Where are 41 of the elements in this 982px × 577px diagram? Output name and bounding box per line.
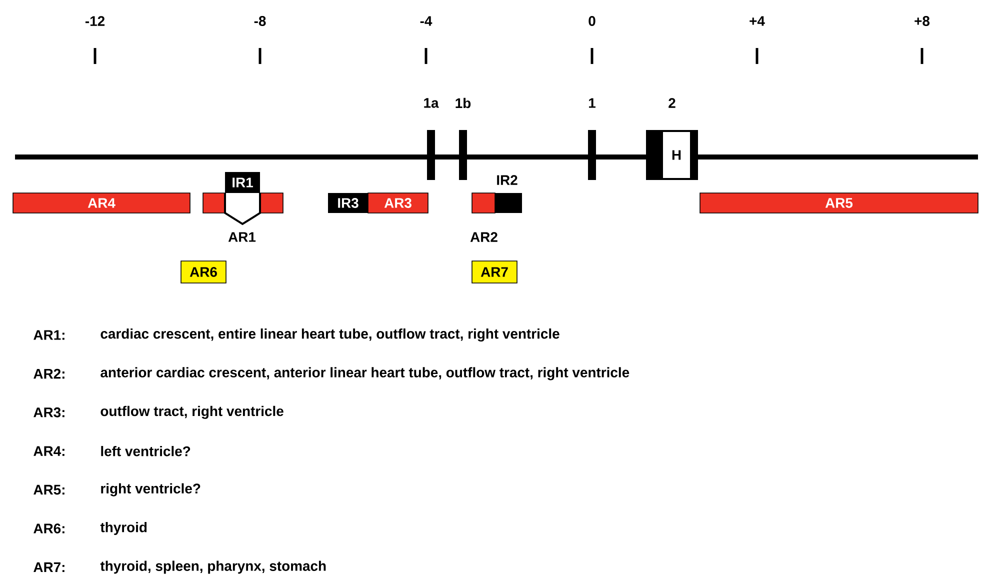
element-box: IR2	[495, 175, 522, 213]
region-bar: AR5	[700, 192, 978, 214]
node-label: 2	[668, 98, 676, 108]
key-description: anterior cardiac crescent, anterior linear heart tube, outflow tract, right ventricle	[100, 367, 630, 380]
key-label: AR7:	[34, 562, 64, 572]
key-description: outflow tract, right ventricle	[100, 406, 284, 419]
node-label: AR1	[228, 232, 256, 242]
exon-bar: 1b	[456, 98, 471, 180]
region-bar: AR4	[12, 192, 190, 214]
key-label: AR1:	[34, 330, 64, 340]
element-box: IR3	[328, 193, 368, 213]
region-tag: AR7	[472, 260, 518, 284]
key-description: left ventricle?	[101, 446, 190, 456]
key-description: thyroid, spleen, pharynx, stomach	[100, 560, 326, 574]
region-tag: AR6	[180, 260, 226, 284]
node-label: 1	[589, 98, 596, 108]
region-bar: AR1	[202, 192, 284, 242]
exon-bar: 1a	[424, 98, 439, 180]
tick-label: 0	[588, 16, 596, 26]
key-description: thyroid	[100, 522, 147, 535]
exon-bar: 1	[588, 98, 596, 180]
node-label: 1b	[456, 98, 471, 108]
key-label: AR5:	[34, 484, 64, 495]
domain-box: H	[663, 132, 690, 178]
element-box: IR1	[225, 172, 260, 193]
tick-label: +8	[914, 16, 930, 26]
node-label: IR2	[497, 175, 518, 185]
key-description: right ventricle?	[101, 483, 200, 496]
node-label: 1a	[424, 98, 439, 108]
tick-label: -4	[420, 16, 432, 26]
region-bar: AR2	[470, 192, 498, 242]
node-label: AR2	[470, 232, 498, 242]
key-description: cardiac crescent, entire linear heart tube, outflow tract, right ventricle	[100, 328, 560, 342]
region-bar: AR3	[368, 192, 428, 214]
key-label: AR4:	[34, 446, 64, 456]
tick-label: -8	[254, 16, 266, 26]
tick-label: +4	[750, 16, 765, 26]
key-label: AR6:	[34, 524, 64, 534]
tick-label: -12	[85, 16, 105, 26]
key-label: AR2:	[34, 368, 64, 379]
key-label: AR3:	[34, 407, 64, 418]
